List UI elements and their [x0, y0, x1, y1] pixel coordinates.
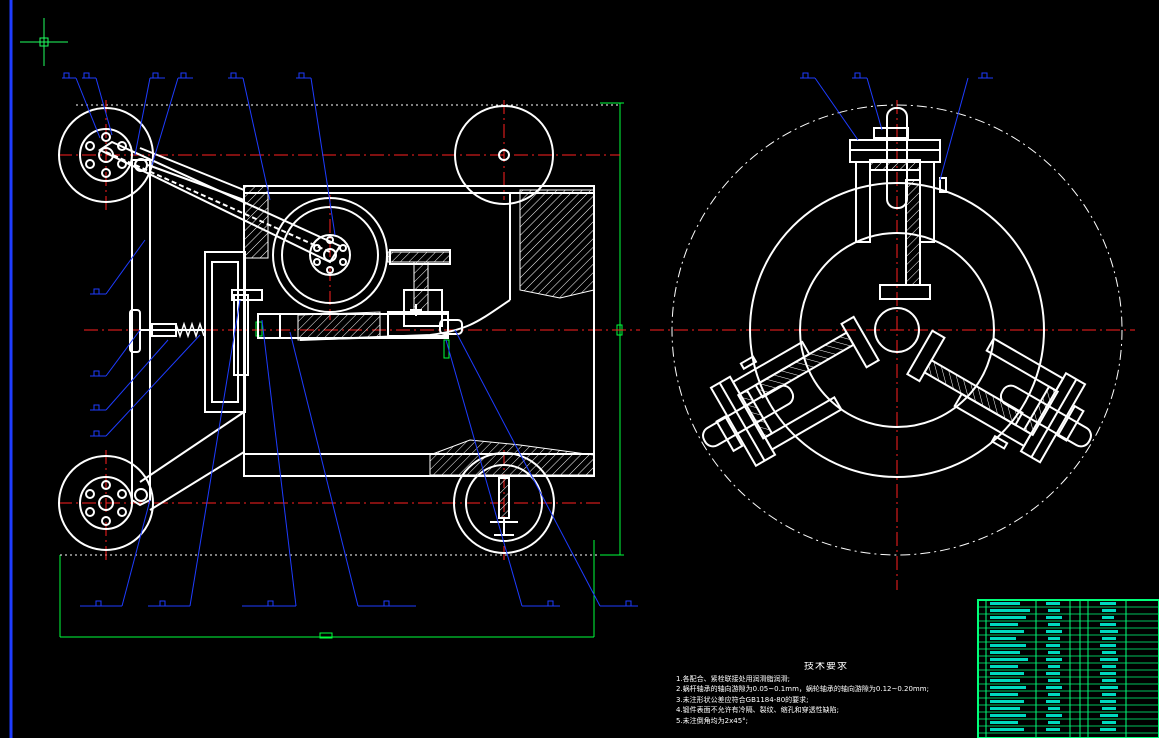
jaw-right	[898, 303, 1114, 485]
front-view	[58, 72, 640, 639]
chuck-leaders	[800, 77, 993, 181]
jaw-left	[679, 302, 895, 483]
tech-req-item: 4.锻件表面不允许有冷隔、裂纹、缩孔和穿透性缺陷;	[676, 706, 840, 715]
pulley-bottom-left	[58, 455, 154, 551]
hatched-sections	[243, 185, 595, 476]
parts-list-table	[977, 599, 1159, 738]
tech-req-title: 技术要求	[804, 662, 848, 672]
pulley-top-left	[58, 107, 154, 203]
table-cell-marks	[990, 602, 1118, 731]
tech-req-item: 3.未注形状公差应符合GB1184-80的要求;	[676, 695, 809, 704]
leader-lines	[62, 77, 638, 607]
worm-shaft	[231, 289, 463, 339]
outer-pitch-circle	[671, 104, 1123, 556]
chuck-leader-tags	[802, 72, 988, 79]
leader-tags	[63, 72, 632, 607]
chuck-body	[749, 182, 1045, 478]
housing	[139, 147, 595, 511]
technical-requirements: 技术要求 1.各配合、紧栓联接处用润滑脂润滑; 2.蜗杆轴承的轴向游隙为0.05…	[676, 662, 976, 738]
tech-req-item: 5.未注倒角均为2x45°;	[676, 716, 749, 725]
crosshair-icon[interactable]	[20, 18, 68, 66]
adjust-screw	[129, 309, 205, 353]
worm-wheel	[272, 197, 388, 313]
tech-req-item: 2.蜗杆轴承的轴向游隙为0.05~0.1mm，蜗轮轴承的轴向游隙为0.12~0.…	[676, 685, 929, 694]
tech-req-item: 1.各配合、紧栓联接处用润滑脂润滑;	[676, 674, 791, 683]
table-rows	[978, 606, 1159, 734]
wheel-top-right	[454, 105, 554, 205]
side-view	[650, 72, 1135, 590]
wheel-bottom-right	[453, 452, 555, 554]
link-arms	[97, 140, 342, 507]
chuck-centerlines	[650, 100, 1135, 590]
construction-lines	[60, 104, 620, 556]
